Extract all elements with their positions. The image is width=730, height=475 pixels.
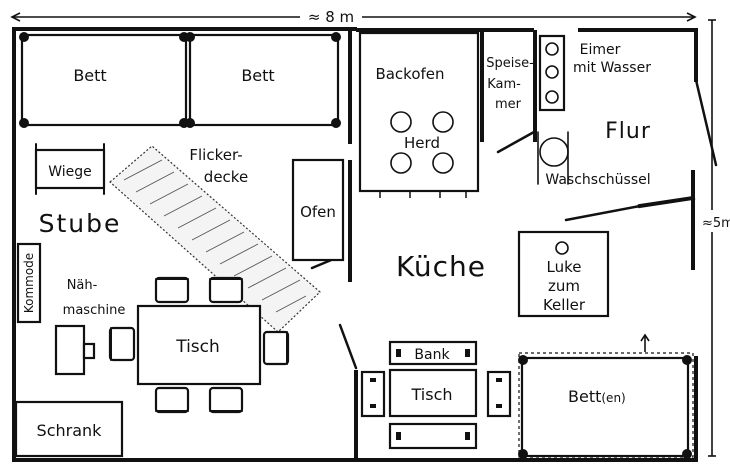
room-stove-label: Ofen <box>300 203 336 221</box>
room-label-kitchen: Küche <box>396 250 486 283</box>
room-stove: Ofen <box>291 158 345 262</box>
pantry: Speise- Kam- mer <box>486 56 534 112</box>
oven-range: Backofen Herd <box>358 31 480 198</box>
kitchen-beds-label: Bett(en) <box>568 387 626 406</box>
interior-walls <box>310 28 718 462</box>
kitchen-beds: Bett(en) <box>518 333 694 459</box>
height-dimension: ≈5m <box>691 19 730 457</box>
bed-right-label: Bett <box>241 66 274 85</box>
width-dimension: ≈ 8 m <box>10 8 697 26</box>
cradle-label: Wiege <box>48 164 92 180</box>
wardrobe: Schrank <box>14 400 124 458</box>
kitchen-bench: Bank <box>388 340 478 366</box>
oven-label: Backofen <box>375 65 444 83</box>
range-label: Herd <box>404 134 440 152</box>
bed-right: Bett <box>185 32 341 128</box>
living-table-label: Tisch <box>175 337 220 357</box>
width-label: ≈ 8 m <box>308 8 354 26</box>
washbasin-label: Waschschüssel <box>545 172 650 188</box>
pantry-label-3: mer <box>495 97 522 112</box>
rag-rug-label-1: Flicker- <box>189 146 242 164</box>
washbasin: Waschschüssel <box>537 131 651 188</box>
bucket-label-2: mit Wasser <box>573 60 651 76</box>
rag-rug-label-2: decke <box>204 168 248 186</box>
sewing-label-2: maschine <box>63 303 126 318</box>
room-label-living: Stube <box>39 209 122 238</box>
sewing-label-1: Näh- <box>67 278 98 293</box>
bed-left: Bett <box>19 32 189 128</box>
bucket-label-1: Eimer <box>580 42 621 58</box>
cellar-hatch: Luke zum Keller <box>517 230 610 318</box>
bench-label: Bank <box>414 347 450 363</box>
living-table: Tisch <box>136 304 262 386</box>
hatch-label-1: Luke <box>547 258 582 276</box>
cradle: Wiege <box>34 143 106 195</box>
kitchen-stools <box>360 370 512 450</box>
rag-rug: Flicker- decke <box>109 145 321 333</box>
kitchen-table: Tisch <box>388 368 478 418</box>
pantry-label-2: Kam- <box>487 77 521 92</box>
hatch-label-2: zum <box>548 277 580 295</box>
room-label-hallway: Flur <box>605 119 651 144</box>
water-buckets: Eimer mit Wasser <box>538 34 651 112</box>
bed-left-label: Bett <box>73 66 106 85</box>
outer-walls <box>12 27 698 462</box>
wardrobe-label: Schrank <box>37 421 103 440</box>
height-label: ≈5m <box>702 216 730 231</box>
pantry-label-1: Speise- <box>486 56 534 71</box>
living-chairs <box>108 276 290 414</box>
sewing-machine: Näh- maschine <box>54 278 126 376</box>
dresser: Kommode <box>16 242 42 324</box>
hatch-label-3: Keller <box>543 296 586 314</box>
kitchen-table-label: Tisch <box>411 385 453 404</box>
dresser-label: Kommode <box>22 253 36 313</box>
kitchen-beds-label-main: Bett <box>568 387 601 406</box>
kitchen-beds-label-suffix: (en) <box>601 391 625 405</box>
